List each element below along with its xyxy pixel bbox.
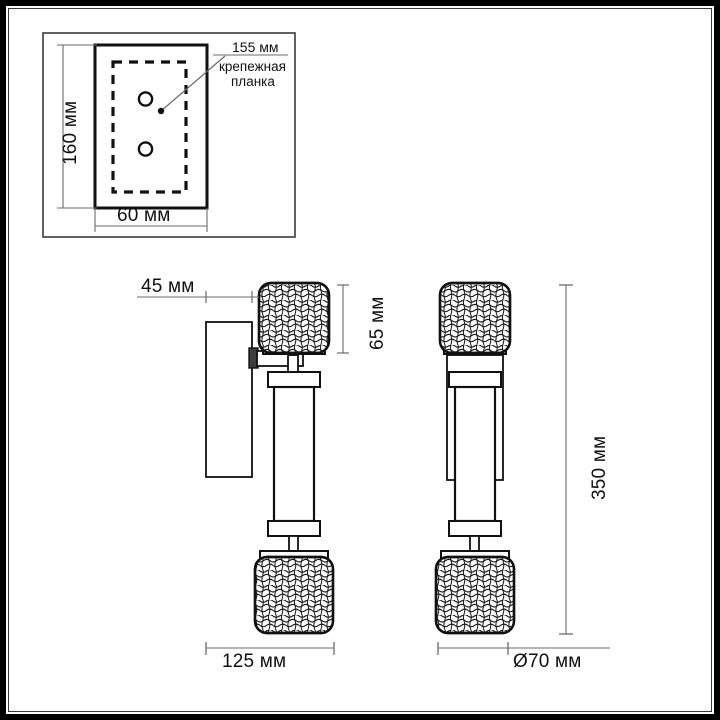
callout-description-line1: крепежная <box>219 59 286 74</box>
top-glass-shade-front <box>438 281 512 355</box>
callout-description-line2: планка <box>231 74 275 89</box>
lower-neck-stem-front <box>469 535 480 553</box>
main-body-tube <box>272 385 316 523</box>
dim-label-diameter: Ø70 мм <box>513 651 582 672</box>
lower-collar-front <box>448 520 502 537</box>
side-elevation-view <box>137 281 349 655</box>
callout-value-label: 155 мм <box>232 39 279 55</box>
dim-label-projection: 45 мм <box>141 276 195 297</box>
mounting-hole-upper <box>137 91 154 107</box>
top-glass-shade <box>257 281 331 355</box>
lower-neck-stem <box>288 535 299 553</box>
dim-plate-height <box>57 44 97 209</box>
callout-leader-line <box>157 54 288 115</box>
upper-neck-stem <box>287 354 299 374</box>
upper-collar-front <box>448 371 502 388</box>
lower-collar <box>267 520 321 537</box>
bottom-glass-shade <box>253 555 335 635</box>
dim-projection-45 <box>137 291 259 303</box>
dim-label-width: 125 мм <box>222 651 287 672</box>
bottom-glass-shade-front <box>434 555 516 635</box>
dim-plate-width <box>94 208 208 232</box>
main-body-tube-front <box>453 385 497 523</box>
dim-label-plate-width: 60 мм <box>117 205 171 226</box>
dim-total-height-350 <box>559 284 573 635</box>
mounting-plate-detail-box <box>42 32 296 238</box>
wall-plate-side <box>205 321 253 478</box>
dim-label-plate-height: 160 мм <box>60 100 81 165</box>
dim-label-total-height: 350 мм <box>589 435 610 500</box>
upper-collar <box>267 371 321 388</box>
mounting-hole-lower <box>137 141 154 157</box>
dim-label-shade-height: 65 мм <box>367 296 388 350</box>
dim-shade-height-65 <box>337 284 349 354</box>
dim-width-125 <box>205 642 335 655</box>
front-elevation-view <box>434 281 610 655</box>
dim-diameter-70 <box>437 642 610 655</box>
